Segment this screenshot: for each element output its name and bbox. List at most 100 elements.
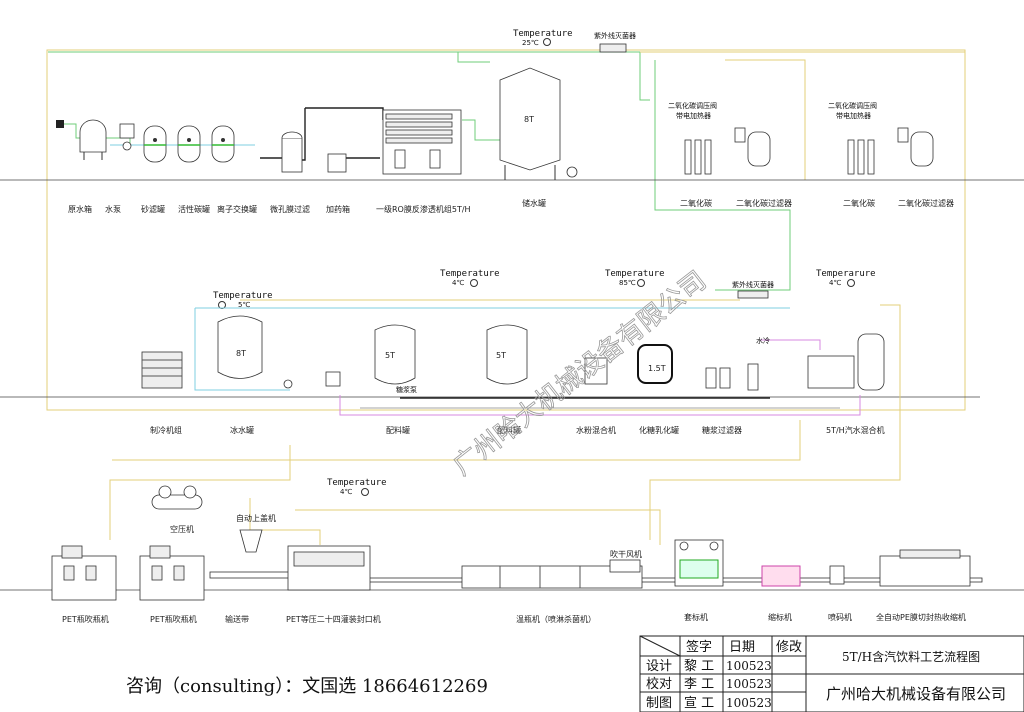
label-cap-feeder: 自动上盖机 (236, 513, 276, 523)
svg-text:带电加热器: 带电加热器 (676, 111, 711, 120)
cap-feeder (239, 529, 263, 553)
label-ion-exchange: 离子交换罐 (217, 204, 257, 214)
shrink-labeler (761, 565, 801, 587)
title-block: 签字 日期 修改 设计 黎 工 100523 校对 李 工 100523 制图 … (639, 635, 1024, 712)
svg-text:Temperature: Temperature (213, 291, 273, 301)
air-compressor (151, 485, 203, 510)
label-carbonator: 5T/H汽水混合机 (826, 425, 885, 435)
powder-mixer (584, 357, 608, 385)
shrink-wrapper (879, 549, 971, 587)
label-sleever: 套标机 (684, 612, 708, 622)
header-date: 日期 (729, 640, 755, 655)
label-air-comp: 空压机 (170, 524, 194, 534)
storage-tank-volume: 8T (524, 115, 534, 124)
svg-text:紫外线灭菌器: 紫外线灭菌器 (732, 280, 774, 289)
label-sugar-tank: 化糖乳化罐 (639, 425, 679, 435)
water-pump (119, 123, 135, 151)
svg-text:Temperature: Temperature (513, 29, 573, 39)
svg-text:5T: 5T (385, 351, 395, 360)
temperature-1: Temperature 25℃ (513, 29, 573, 47)
micro-filter (281, 131, 303, 173)
top-pipes (46, 49, 966, 411)
label-filler: PET等压二十四灌装封口机 (286, 614, 381, 624)
svg-text:85℃: 85℃ (619, 279, 636, 287)
drawing-title: 5T/H含汽饮料工艺流程图 (842, 649, 980, 664)
carbon-filter (177, 125, 201, 163)
role-design: 设计 (646, 659, 672, 674)
svg-text:二氧化碳调压阀: 二氧化碳调压阀 (668, 101, 717, 110)
storage-tank: 8T (499, 67, 578, 180)
label-mix-tank-1: 配料罐 (386, 425, 410, 435)
label-syrup-pump: 糖浆泵 (396, 385, 417, 394)
label-chiller: 制冷机组 (150, 425, 182, 435)
label-storage-tank: 储水罐 (522, 198, 546, 208)
date-design: 100523 (726, 659, 772, 673)
filler-machine (287, 545, 371, 591)
label-co2-2: 二氧化碳 (843, 198, 875, 208)
role-draft: 制图 (646, 696, 672, 711)
mix-tank-2: 5T (486, 324, 528, 385)
svg-text:5T: 5T (496, 351, 506, 360)
svg-text:水冷: 水冷 (756, 336, 770, 345)
co2-station-1: 二氧化碳调压阀 带电加热器 (668, 101, 771, 175)
thermometer-icon (361, 488, 369, 496)
label-carbon-filter: 活性碳罐 (178, 204, 210, 214)
carbonator-unit (807, 333, 885, 391)
co2-station-2: 二氧化碳调压阀 带电加热器 (828, 101, 934, 175)
svg-text:5℃: 5℃ (238, 301, 250, 309)
label-micro-filter: 微孔膜过滤 (270, 204, 310, 214)
svg-text:25℃: 25℃ (522, 39, 539, 47)
header-revision: 修改 (776, 640, 802, 655)
mid-pipes (109, 299, 901, 540)
mid-uv-sterilizer: 紫外线灭菌器 (732, 280, 774, 299)
bottom-pipes (249, 498, 661, 545)
thermometer-icon (637, 279, 645, 287)
header-sign: 签字 (686, 639, 712, 655)
temperature-3: Temperature 4℃ (440, 269, 500, 287)
svg-text:1.5T: 1.5T (648, 364, 666, 373)
label-ice-tank: 冰水罐 (230, 425, 254, 435)
ro-unit (382, 109, 462, 175)
date-draft: 100523 (726, 696, 772, 710)
uv-sterilizer-top: 紫外线灭菌器 (594, 31, 636, 53)
label-mix-tank-2: 配料罐 (497, 425, 521, 435)
temperature-5: Temperarure 4℃ (816, 269, 876, 287)
name-check: 李 工 (684, 677, 714, 692)
thermometer-icon (218, 301, 226, 309)
date-check: 100523 (726, 677, 772, 691)
label-coder: 喷码机 (828, 612, 852, 622)
label-co2-filter-1: 二氧化碳过滤器 (736, 198, 792, 208)
water-cooler: 水冷 (747, 336, 770, 391)
mid-equipment-labels: 制冷机组 冰水罐 配料罐 配料罐 水粉混合机 化糖乳化罐 糖浆过滤器 5T/H汽… (150, 425, 885, 435)
svg-text:Temperarure: Temperarure (816, 269, 876, 279)
label-dryer: 吹干风机 (610, 549, 642, 559)
label-shrink-wrapper: 全自动PE膜切封热收缩机 (876, 612, 966, 622)
label-blow-1: PET瓶吹瓶机 (62, 614, 109, 624)
mix-tank-1: 5T (325, 324, 416, 387)
chiller-unit (141, 351, 183, 389)
svg-text:Temperature: Temperature (440, 269, 500, 279)
bottle-warmer (461, 565, 643, 589)
syrup-filters (705, 367, 731, 389)
svg-text:Temperature: Temperature (605, 269, 665, 279)
top-equipment-labels: 原水箱 水泵 砂滤罐 活性碳罐 离子交换罐 微孔膜过滤 加药箱 一级RO膜反渗透… (68, 198, 954, 214)
sleeve-labeler (674, 539, 724, 587)
blow-molder-2 (139, 545, 205, 601)
temperature-4: Temperature 85℃ (605, 269, 665, 287)
label-sand-filter: 砂滤罐 (141, 204, 165, 214)
thermometer-icon (847, 279, 855, 287)
label-shrink-label: 缩标机 (768, 612, 792, 622)
blow-dryer (609, 559, 641, 573)
ice-water-tank: 8T (217, 315, 293, 389)
label-warmer: 温瓶机（喷淋杀菌机） (516, 614, 596, 624)
sugar-tank: 1.5T (637, 344, 673, 384)
name-draft: 宣 工 (684, 695, 714, 711)
dosing-tank (327, 153, 347, 173)
temperature-6: Temperature 4℃ (327, 478, 387, 496)
label-powder-mixer: 水粉混合机 (576, 425, 616, 435)
name-design: 黎 工 (684, 659, 714, 674)
raw-water-tank (56, 119, 107, 160)
svg-text:8T: 8T (236, 349, 246, 358)
label-co2-1: 二氧化碳 (680, 198, 712, 208)
